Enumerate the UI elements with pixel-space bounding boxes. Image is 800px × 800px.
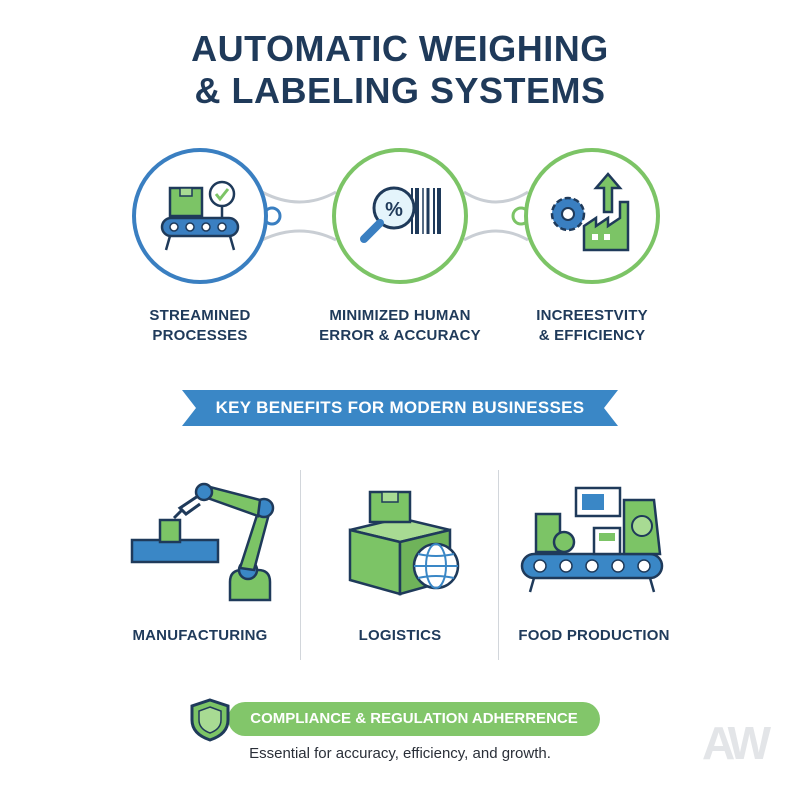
benefits-banner — [182, 390, 618, 426]
compliance-label: COMPLIANCE & REGULATION ADHERRENCE — [250, 710, 578, 727]
industry-label-food-production: FOOD PRODUCTION — [518, 627, 670, 644]
conveyor-box-check-icon — [160, 180, 240, 251]
compliance-pill — [228, 702, 600, 736]
step-circle-accuracy: % — [332, 148, 468, 284]
magnifier-barcode-icon: % — [360, 186, 441, 243]
robot-arm-icon — [130, 482, 275, 602]
shield-check-icon — [190, 698, 230, 742]
step-label-1: STREAMINED PROCESSES — [149, 307, 251, 344]
title-line-2: & LABELING SYSTEMS — [194, 70, 606, 111]
divider-2 — [498, 470, 499, 660]
process-flow: % — [132, 148, 660, 284]
boxes-globe-icon — [348, 490, 460, 596]
page-title: AUTOMATIC WEIGHING & LABELING SYSTEMS — [0, 28, 800, 112]
svg-text:%: % — [385, 199, 403, 221]
step-circle-efficiency — [524, 148, 660, 284]
food-conveyor-icon — [520, 486, 664, 593]
gear-factory-arrow-icon — [550, 172, 630, 252]
step-circle-streamined — [132, 148, 268, 284]
step-label-2: MINIMIZED HUMAN ERROR & ACCURACY — [319, 307, 481, 344]
brand-logo: AW — [701, 717, 771, 769]
industry-label-logistics: LOGISTICS — [358, 627, 442, 644]
tagline: Essential for accuracy, efficiency, and … — [249, 745, 551, 762]
connector-lines — [261, 190, 529, 242]
industry-label-manufacturing: MANUFACTURING — [132, 627, 268, 644]
title-line-1: AUTOMATIC WEIGHING — [191, 28, 609, 69]
divider-1 — [300, 470, 301, 660]
banner-label: KEY BENEFITS FOR MODERN BUSINESSES — [215, 398, 585, 417]
step-label-3: INCREESTVITY & EFFICIENCY — [536, 307, 648, 344]
